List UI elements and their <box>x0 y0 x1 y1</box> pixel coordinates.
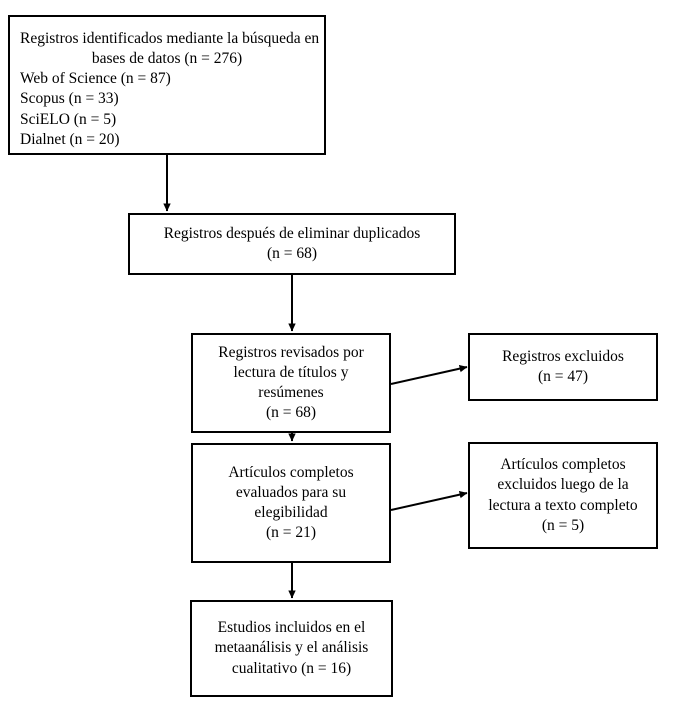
identification-database-dialnet: Dialnet (n = 20) <box>20 130 120 148</box>
screened-line-1: Registros revisados por <box>218 343 364 361</box>
box-studies-included: Estudios incluidos en el metaanálisis y … <box>190 600 393 697</box>
box-records-after-duplicates-removed: Registros después de eliminar duplicados… <box>128 213 456 275</box>
identification-header-line-2: bases de datos (n = 276) <box>91 50 243 68</box>
identification-database-web-of-science: Web of Science (n = 87) <box>20 70 171 88</box>
fulltext-excluded-line-2: excluidos luego de la <box>497 476 629 494</box>
records-excluded-line-2: (n = 47) <box>537 368 589 385</box>
included-line-2: metaanálisis y el análisis <box>214 639 369 657</box>
screened-line-4: (n = 68) <box>265 404 317 422</box>
screened-line-3: resúmenes <box>258 384 324 401</box>
fulltext-excluded-line-1: Artículos completos <box>500 456 626 474</box>
box-records-identified: Registros identificados mediante la búsq… <box>8 15 326 155</box>
box-full-text-articles-excluded: Artículos completos excluidos luego de l… <box>468 442 658 549</box>
duplicates-line-2: (n = 68) <box>266 245 318 262</box>
arrow-eligibility-to-fulltext-excluded <box>390 491 468 511</box>
arrow-screened-to-records-excluded <box>390 365 468 385</box>
eligibility-line-1: Artículos completos <box>228 463 354 481</box>
box-records-excluded: Registros excluidos (n = 47) <box>468 333 658 401</box>
fulltext-excluded-line-3: lectura a texto completo <box>488 496 638 514</box>
included-line-1: Estudios incluidos en el <box>217 619 366 637</box>
eligibility-line-4: (n = 21) <box>265 524 317 542</box>
eligibility-line-3: elegibilidad <box>254 504 328 521</box>
included-line-3: cualitativo (n = 16) <box>231 659 352 677</box>
identification-database-scopus: Scopus (n = 33) <box>20 90 119 108</box>
box-full-text-assessed-eligibility: Artículos completos evaluados para su el… <box>191 443 391 563</box>
screened-line-2: lectura de títulos y <box>233 363 349 381</box>
identification-header-line-1: Registros identificados mediante la búsq… <box>20 30 320 47</box>
duplicates-line-1: Registros después de eliminar duplicados <box>163 224 421 242</box>
box-records-screened: Registros revisados por lectura de títul… <box>191 333 391 433</box>
identification-database-scielo: SciELO (n = 5) <box>20 110 117 128</box>
fulltext-excluded-line-4: (n = 5) <box>541 516 585 534</box>
eligibility-line-2: evaluados para su <box>235 483 347 501</box>
records-excluded-line-1: Registros excluidos <box>502 347 624 365</box>
